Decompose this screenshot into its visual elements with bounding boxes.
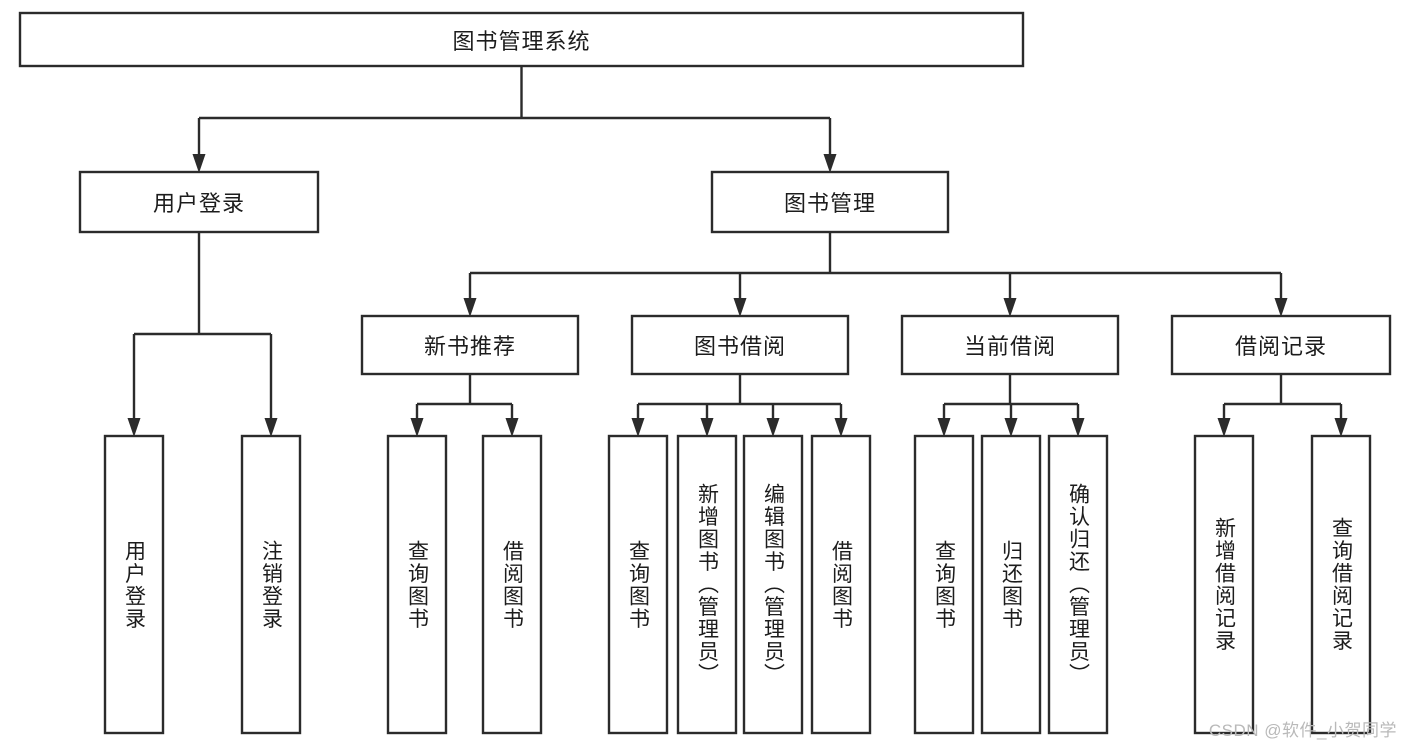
- node-box-current-borrow[interactable]: [900, 314, 1120, 376]
- node-box-root[interactable]: [18, 11, 1025, 68]
- arrow-head-icon: [1274, 298, 1288, 317]
- node-box-leaf-query-record[interactable]: [1310, 434, 1372, 735]
- node-boxes-layer: [18, 11, 1392, 735]
- connector-user-login-to-leaves: [127, 232, 278, 437]
- node-box-leaf-logout[interactable]: [240, 434, 302, 735]
- node-box-borrow-record[interactable]: [1170, 314, 1392, 376]
- arrow-head-icon: [823, 154, 837, 173]
- arrow-head-icon: [631, 418, 645, 437]
- arrow-head-icon: [733, 298, 747, 317]
- node-box-leaf-borrow-book-rec[interactable]: [481, 434, 543, 735]
- node-box-leaf-confirm-return[interactable]: [1047, 434, 1109, 735]
- connector-new-book-recommend-to-leaves: [410, 374, 519, 437]
- arrow-head-icon: [505, 418, 519, 437]
- connector-current-borrow-to-leaves: [937, 374, 1085, 437]
- arrow-head-icon: [1071, 418, 1085, 437]
- arrow-head-icon: [700, 418, 714, 437]
- node-box-leaf-query-book-borrow[interactable]: [607, 434, 669, 735]
- node-box-leaf-borrow-book[interactable]: [810, 434, 872, 735]
- node-box-leaf-user-login[interactable]: [103, 434, 165, 735]
- arrow-head-icon: [1217, 418, 1231, 437]
- connectors-layer: [127, 66, 1348, 437]
- arrow-head-icon: [463, 298, 477, 317]
- node-box-book-manage[interactable]: [710, 170, 950, 234]
- connector-borrow-record-to-leaves: [1217, 374, 1348, 437]
- node-box-leaf-query-book-cur[interactable]: [913, 434, 975, 735]
- arrow-head-icon: [127, 418, 141, 437]
- connector-root-to-level2: [192, 66, 837, 173]
- arrow-head-icon: [410, 418, 424, 437]
- arrow-head-icon: [834, 418, 848, 437]
- node-box-leaf-query-book-rec[interactable]: [386, 434, 448, 735]
- arrow-head-icon: [192, 154, 206, 173]
- arrow-head-icon: [766, 418, 780, 437]
- node-box-leaf-return-book[interactable]: [980, 434, 1042, 735]
- node-box-leaf-add-book[interactable]: [676, 434, 738, 735]
- arrow-head-icon: [1004, 418, 1018, 437]
- node-box-leaf-add-record[interactable]: [1193, 434, 1255, 735]
- connector-book-borrow-to-leaves: [631, 374, 848, 437]
- node-box-user-login[interactable]: [78, 170, 320, 234]
- node-box-book-borrow[interactable]: [630, 314, 850, 376]
- watermark-text: CSDN @软件_小贺同学: [1208, 721, 1397, 740]
- arrow-head-icon: [1003, 298, 1017, 317]
- arrow-head-icon: [264, 418, 278, 437]
- node-box-new-book-recommend[interactable]: [360, 314, 580, 376]
- arrow-head-icon: [1334, 418, 1348, 437]
- node-box-leaf-edit-book[interactable]: [742, 434, 804, 735]
- arrow-head-icon: [937, 418, 951, 437]
- connector-book-manage-to-level3: [463, 232, 1288, 317]
